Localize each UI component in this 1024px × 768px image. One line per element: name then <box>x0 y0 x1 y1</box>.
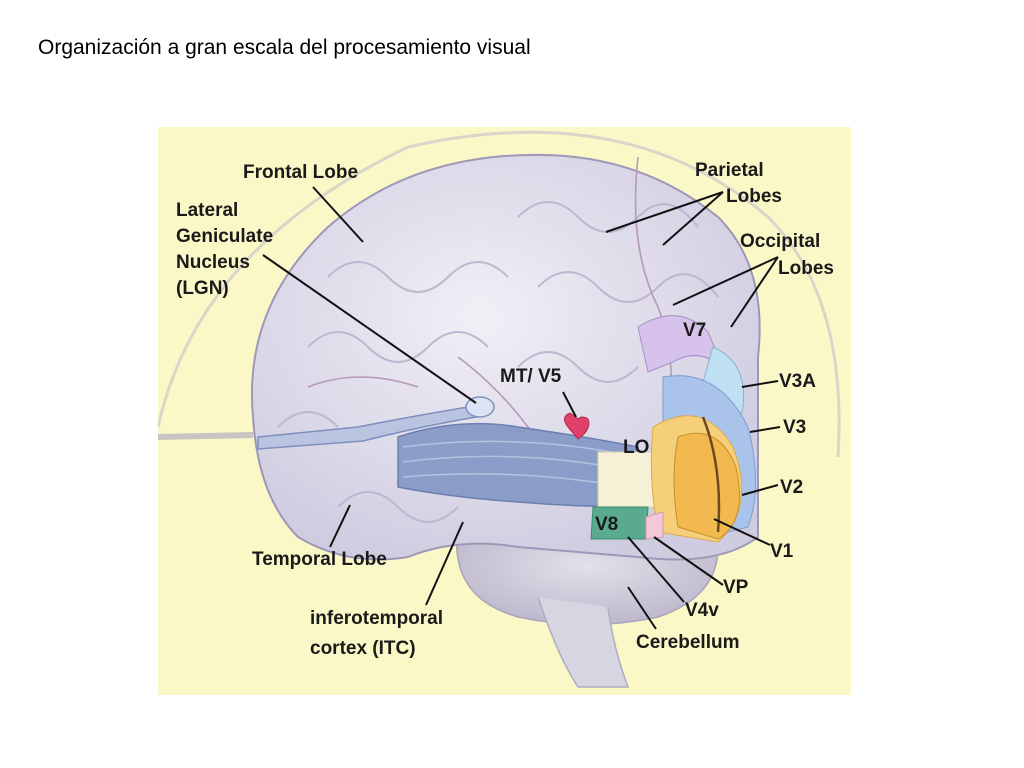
label-v3a: V3A <box>779 371 816 392</box>
calcarine-sulcus <box>701 416 721 533</box>
leader-lines <box>262 186 781 630</box>
label-itc-line1: inferotemporal <box>310 608 443 629</box>
label-frontal-lobe: Frontal Lobe <box>243 162 358 183</box>
label-v1: V1 <box>770 541 794 562</box>
label-cerebellum: Cerebellum <box>636 632 739 653</box>
label-v4v: V4v <box>685 600 719 621</box>
label-lgn-line3: Nucleus <box>176 252 250 273</box>
label-v8: V8 <box>595 514 618 535</box>
label-occipital-line1: Occipital <box>740 231 820 252</box>
label-v2: V2 <box>780 477 803 498</box>
head-outline <box>158 130 841 458</box>
label-v7: V7 <box>683 320 706 341</box>
label-lgn-line1: Lateral <box>176 200 238 221</box>
brainstem-shape <box>537 596 630 688</box>
gyri-pattern <box>277 201 719 523</box>
slide-title: Organización a gran escala del procesami… <box>38 36 531 59</box>
label-mt-v5: MT/ V5 <box>500 366 562 387</box>
label-v3: V3 <box>783 417 806 438</box>
brain-diagram-svg: Frontal Lobe Lateral Geniculate Nucleus … <box>158 127 851 695</box>
v1-region <box>673 432 740 540</box>
label-parietal-line1: Parietal <box>695 160 764 181</box>
optic-nerve-left <box>158 432 254 440</box>
label-occipital-line2: Lobes <box>778 258 834 279</box>
label-itc-line2: cortex (ITC) <box>310 638 416 659</box>
label-lo: LO <box>623 437 649 458</box>
label-lgn-line2: Geniculate <box>176 226 273 247</box>
mt-v5-region <box>564 412 590 440</box>
label-lgn-line4: (LGN) <box>176 278 229 299</box>
vp-region <box>645 511 664 540</box>
brain-diagram: Frontal Lobe Lateral Geniculate Nucleus … <box>158 127 851 695</box>
label-temporal-lobe: Temporal Lobe <box>252 549 387 570</box>
label-parietal-line2: Lobes <box>726 186 782 207</box>
label-vp: VP <box>723 577 749 598</box>
